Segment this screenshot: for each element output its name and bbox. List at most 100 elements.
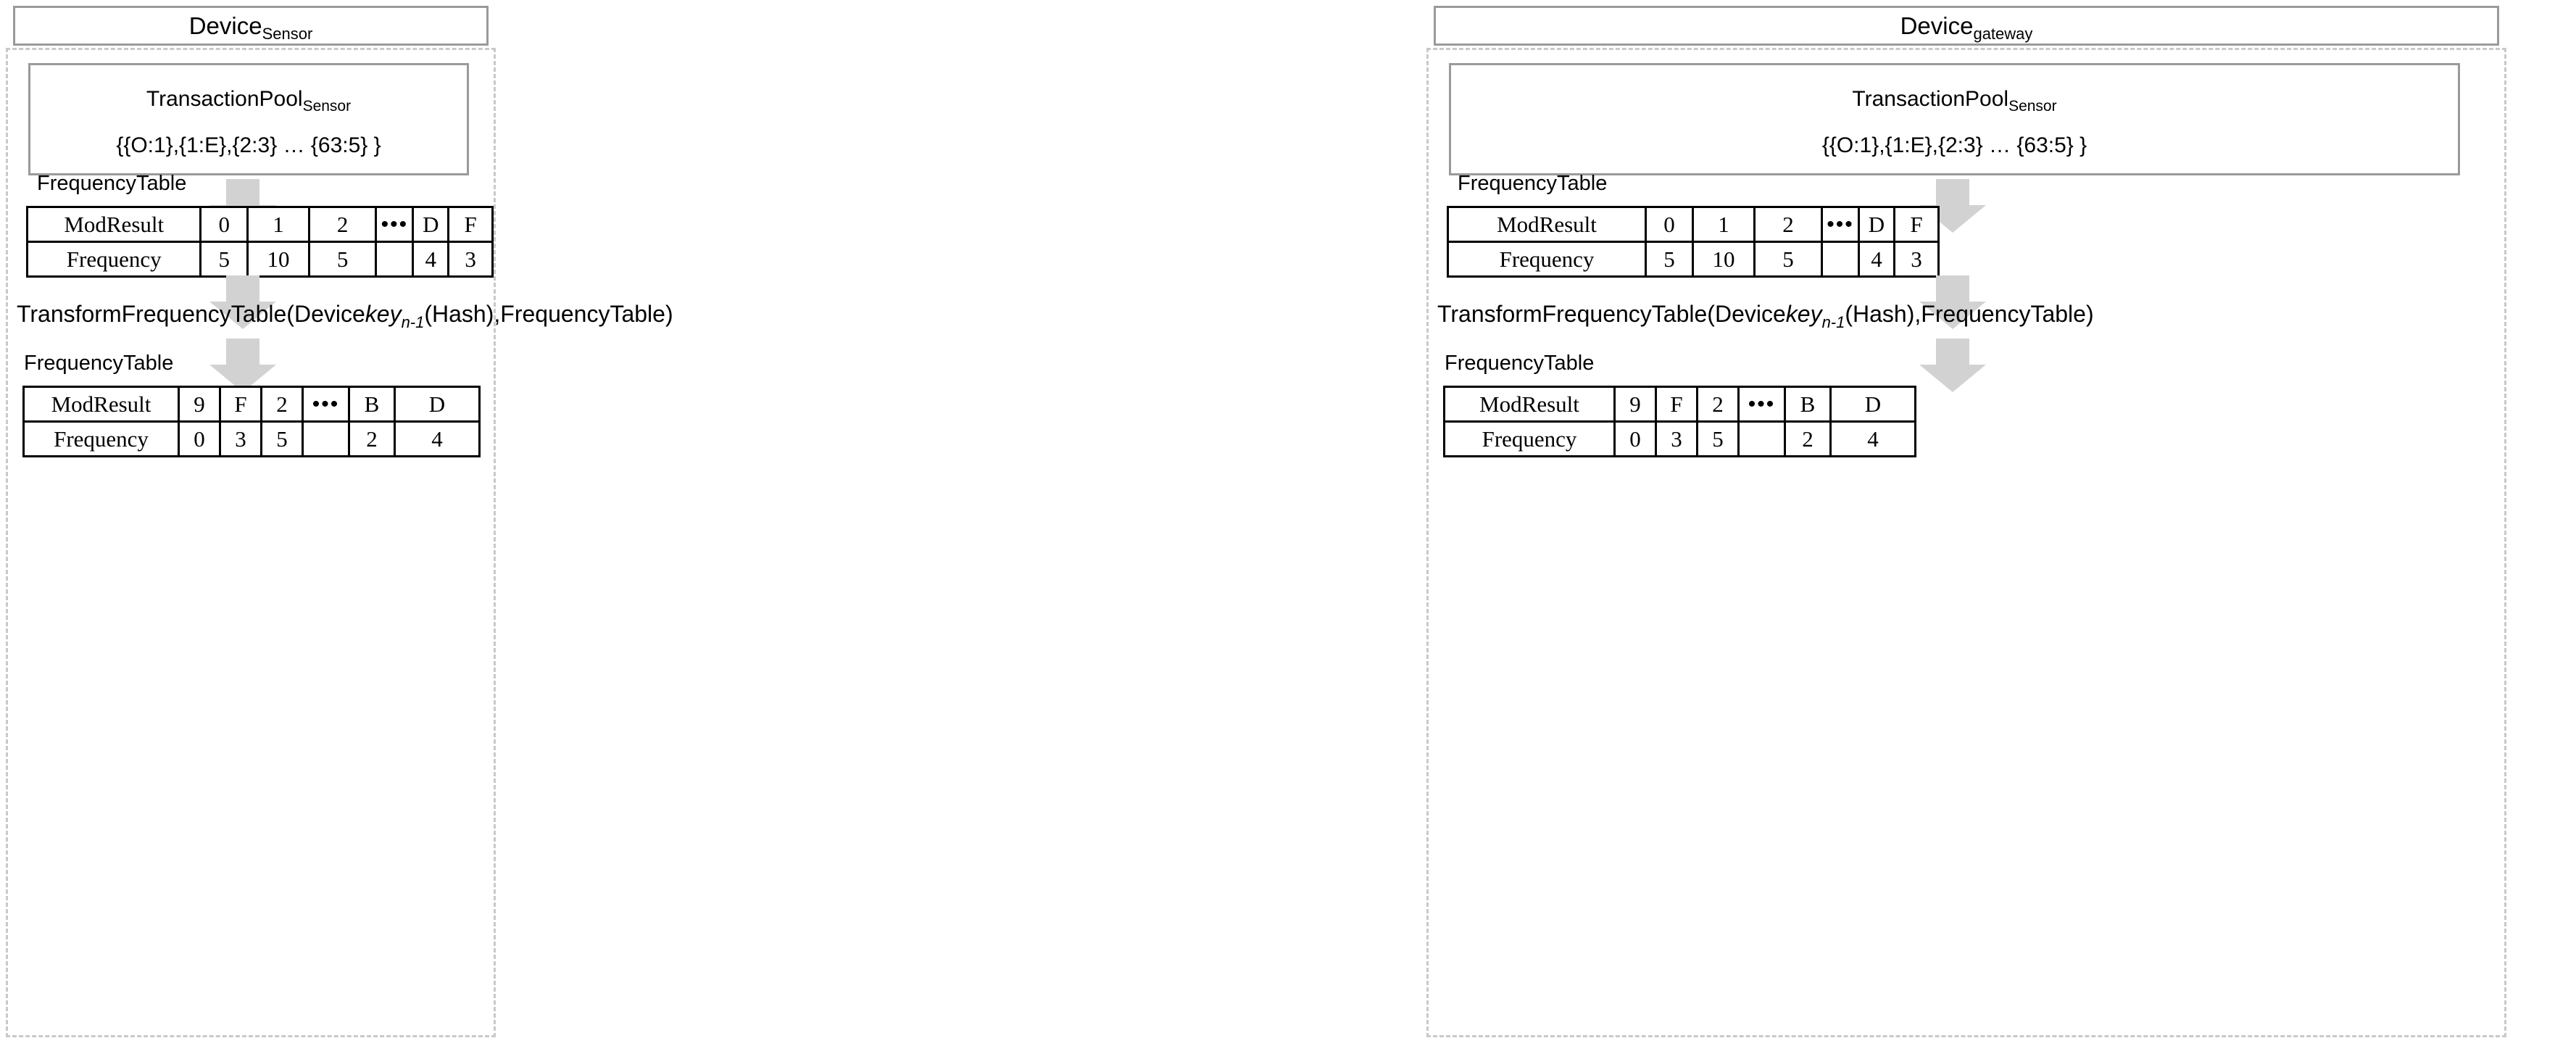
table-row: Frequency 5 10 5 4 3: [25, 241, 494, 278]
table-cell: 2: [1753, 206, 1823, 243]
frequency-table-2: ModResult 9 F 2 ••• B D Frequency 0 3 5 …: [22, 386, 481, 457]
table-row: ModResult 0 1 2 ••• D F: [1447, 206, 1940, 243]
table-cell: D: [1858, 206, 1895, 243]
transaction-pool-box: TransactionPoolSensor {{O:1},{1:E},{2:3}…: [1449, 63, 2460, 175]
table-cell: F: [219, 386, 262, 423]
table-row-header: ModResult: [1447, 206, 1647, 243]
device-header-box: DeviceSensor: [13, 6, 489, 46]
table-cell: [375, 241, 415, 278]
formula-italic-key: key: [1785, 301, 1822, 327]
table-row: ModResult 0 1 2 ••• D F: [25, 206, 494, 243]
table-cell: 0: [199, 206, 249, 243]
table-row-header: ModResult: [22, 386, 180, 423]
table-cell: 10: [1692, 241, 1756, 278]
table-cell: 5: [1696, 420, 1740, 457]
table-cell: F: [1893, 206, 1940, 243]
table-row-header: Frequency: [1447, 241, 1647, 278]
frequency-table-label-2: FrequencyTable: [1445, 352, 1595, 375]
table-cell: 4: [412, 241, 450, 278]
table-cell: 1: [246, 206, 310, 243]
table-cell: 0: [178, 420, 221, 457]
table-row: Frequency 0 3 5 2 4: [22, 420, 481, 457]
table-cell: 0: [1613, 420, 1657, 457]
table-cell: 2: [1696, 386, 1740, 423]
table-cell: [1737, 420, 1786, 457]
table-cell: F: [1655, 386, 1698, 423]
table-cell-ellipsis: •••: [375, 206, 415, 243]
table-cell: 4: [1829, 420, 1916, 457]
table-cell: 9: [178, 386, 221, 423]
transaction-pool-content: {{O:1},{1:E},{2:3} … {63:5} }: [116, 133, 381, 157]
device-title-subscript: gateway: [1973, 25, 2033, 43]
transaction-pool-subscript: Sensor: [2008, 98, 2057, 115]
device-title: Devicegateway: [1900, 12, 2033, 42]
table-cell: 4: [394, 420, 481, 457]
table-cell: 5: [1753, 241, 1823, 278]
table-cell: 0: [1645, 206, 1694, 243]
table-row-header: ModResult: [25, 206, 202, 243]
table-cell: 10: [246, 241, 310, 278]
table-cell: 3: [447, 241, 494, 278]
device-sensor-panel: DeviceSensor TransactionPoolSensor {{O:1…: [6, 0, 673, 1046]
formula-prefix: TransformFrequencyTable(Device: [17, 301, 365, 327]
down-block-arrow-1: [1919, 179, 1986, 233]
table-row: Frequency 0 3 5 2 4: [1443, 420, 1916, 457]
device-title-subscript: Sensor: [262, 25, 313, 43]
table-row: Frequency 5 10 5 4 3: [1447, 241, 1940, 278]
frequency-table-label-1: FrequencyTable: [1458, 172, 1608, 195]
frequency-table-label-1: FrequencyTable: [37, 172, 187, 195]
table-cell: B: [1784, 386, 1832, 423]
transaction-pool-title: TransactionPoolSensor: [1451, 87, 2458, 115]
table-cell: 3: [1655, 420, 1698, 457]
table-cell: 1: [1692, 206, 1756, 243]
table-cell: 9: [1613, 386, 1657, 423]
table-row-header: Frequency: [25, 241, 202, 278]
device-title-name: Device: [1900, 12, 1974, 39]
frequency-table-1: ModResult 0 1 2 ••• D F Frequency 5 10 5…: [25, 206, 494, 278]
down-block-arrow-3: [209, 339, 276, 392]
transaction-pool-title: TransactionPoolSensor: [30, 87, 467, 115]
table-cell: F: [447, 206, 494, 243]
table-cell: 2: [260, 386, 304, 423]
down-block-arrow-1: [209, 179, 276, 233]
table-cell-ellipsis: •••: [302, 386, 350, 423]
frequency-table-2: ModResult 9 F 2 ••• B D Frequency 0 3 5 …: [1443, 386, 1916, 457]
table-cell: 2: [1784, 420, 1832, 457]
transaction-pool-box: TransactionPoolSensor {{O:1},{1:E},{2:3}…: [28, 63, 469, 175]
table-cell: D: [1829, 386, 1916, 423]
table-cell: [302, 420, 350, 457]
table-row-header: ModResult: [1443, 386, 1616, 423]
device-body-dashed-container: TransactionPoolSensor {{O:1},{1:E},{2:3}…: [6, 48, 673, 1037]
frequency-table-label-2: FrequencyTable: [24, 352, 174, 375]
down-block-arrow-2: [209, 275, 276, 329]
transform-frequency-table-formula: TransformFrequencyTable(Devicekeyn-1(Has…: [17, 301, 673, 331]
table-cell: 2: [348, 420, 396, 457]
down-block-arrow-3: [1919, 339, 1986, 392]
device-body-dashed-container: TransactionPoolSensor {{O:1},{1:E},{2:3}…: [1426, 48, 2506, 1037]
formula-suffix: (Hash),FrequencyTable): [1845, 301, 2094, 327]
frequency-table-1: ModResult 0 1 2 ••• D F Frequency 5 10 5…: [1447, 206, 1940, 278]
device-gateway-panel: Devicegateway TransactionPoolSensor {{O:…: [1426, 0, 2506, 1046]
transaction-pool-name: TransactionPool: [1852, 87, 2009, 111]
table-cell: 4: [1858, 241, 1895, 278]
table-cell: D: [412, 206, 450, 243]
device-header-box: Devicegateway: [1434, 6, 2499, 46]
table-cell: B: [348, 386, 396, 423]
table-row-header: Frequency: [1443, 420, 1616, 457]
table-cell: 5: [199, 241, 249, 278]
table-cell: [1821, 241, 1860, 278]
table-cell-ellipsis: •••: [1821, 206, 1860, 243]
formula-suffix: (Hash),FrequencyTable): [424, 301, 673, 327]
formula-subscript: n-1: [1821, 313, 1845, 331]
table-cell: 5: [260, 420, 304, 457]
table-cell: 5: [1645, 241, 1694, 278]
table-row: ModResult 9 F 2 ••• B D: [1443, 386, 1916, 423]
table-cell: 5: [307, 241, 378, 278]
formula-italic-key: key: [365, 301, 402, 327]
table-cell-ellipsis: •••: [1737, 386, 1786, 423]
table-cell: 3: [219, 420, 262, 457]
transform-frequency-table-formula: TransformFrequencyTable(Devicekeyn-1(Has…: [1437, 301, 2094, 331]
table-row: ModResult 9 F 2 ••• B D: [22, 386, 481, 423]
transaction-pool-subscript: Sensor: [302, 98, 352, 115]
table-cell: 2: [307, 206, 378, 243]
